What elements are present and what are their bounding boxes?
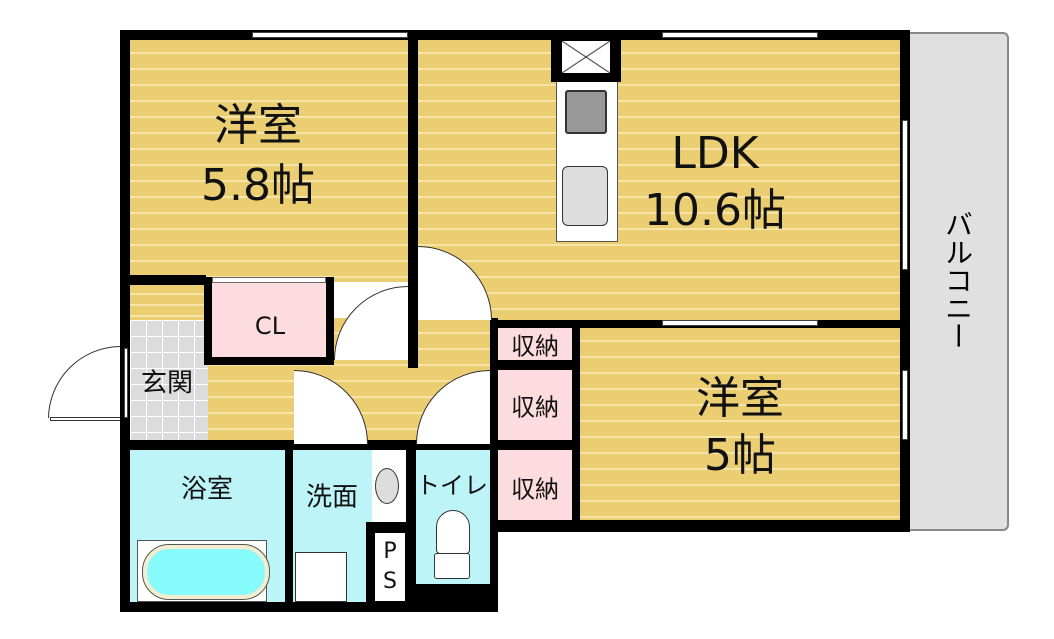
storage-2 [496,370,574,442]
room-western-2 [576,326,902,524]
toilet-tank-icon [434,553,470,579]
western1-name: 洋室 [214,100,302,151]
sliding-door-western2[interactable] [662,320,818,326]
wall-bottom-right [490,520,910,532]
room-ldk [416,38,902,322]
closet-label: CL [254,312,286,340]
wall-toilet-right [490,318,498,612]
entrance-step [130,284,206,320]
storage-3-label: 収納 [511,475,559,504]
window-ldk-top [662,32,818,38]
wall-bottom [120,602,498,612]
ldk-name: LDK [671,128,759,179]
entrance-label: 玄関 [140,368,194,399]
washbasin-icon [375,468,399,504]
balcony-label: バルコニー [941,210,974,350]
wall-toilet-bottom [405,584,498,612]
wall-western1-bottom [130,275,206,285]
wall-right [900,30,910,532]
entrance-tile [130,320,208,440]
western1-size: 5.8帖 [201,160,315,211]
toilet-bowl-icon [436,510,470,554]
room-western-1 [128,38,410,282]
window-ldk-side[interactable] [902,120,908,270]
entrance-window [124,348,128,418]
closet-door [212,277,326,283]
vent-icon [562,41,610,73]
window-western1 [252,32,408,38]
sink-icon[interactable] [562,166,608,226]
western2-size: 5帖 [704,430,776,481]
front-door-leaf [50,417,122,421]
window-western2-side[interactable] [902,370,908,440]
storage-1-label: 収納 [511,332,559,361]
wall-wet-top [120,440,498,450]
stove-icon[interactable] [565,90,607,134]
ps-label: PS [383,539,397,594]
wall-storage-1 [490,360,580,370]
wall-western1-right [408,30,418,368]
toilet-label: トイレ [416,471,488,500]
washing-machine-pan [295,552,347,602]
bath-label: 浴室 [180,474,234,505]
wall-bath-washroom [285,450,293,602]
bathtub-basin [142,544,270,600]
wall-left [120,30,130,612]
pipe-space [375,533,405,601]
storage-2-label: 収納 [511,393,559,422]
storage-3 [496,450,574,522]
western2-name: 洋室 [696,373,784,424]
ldk-size: 10.6帖 [644,185,786,236]
wall-storage-2 [490,440,580,450]
washroom-label: 洗面 [305,482,359,513]
wall-top [120,30,910,40]
wall-storage-right [572,320,580,530]
wall-toilet-left [406,440,416,590]
